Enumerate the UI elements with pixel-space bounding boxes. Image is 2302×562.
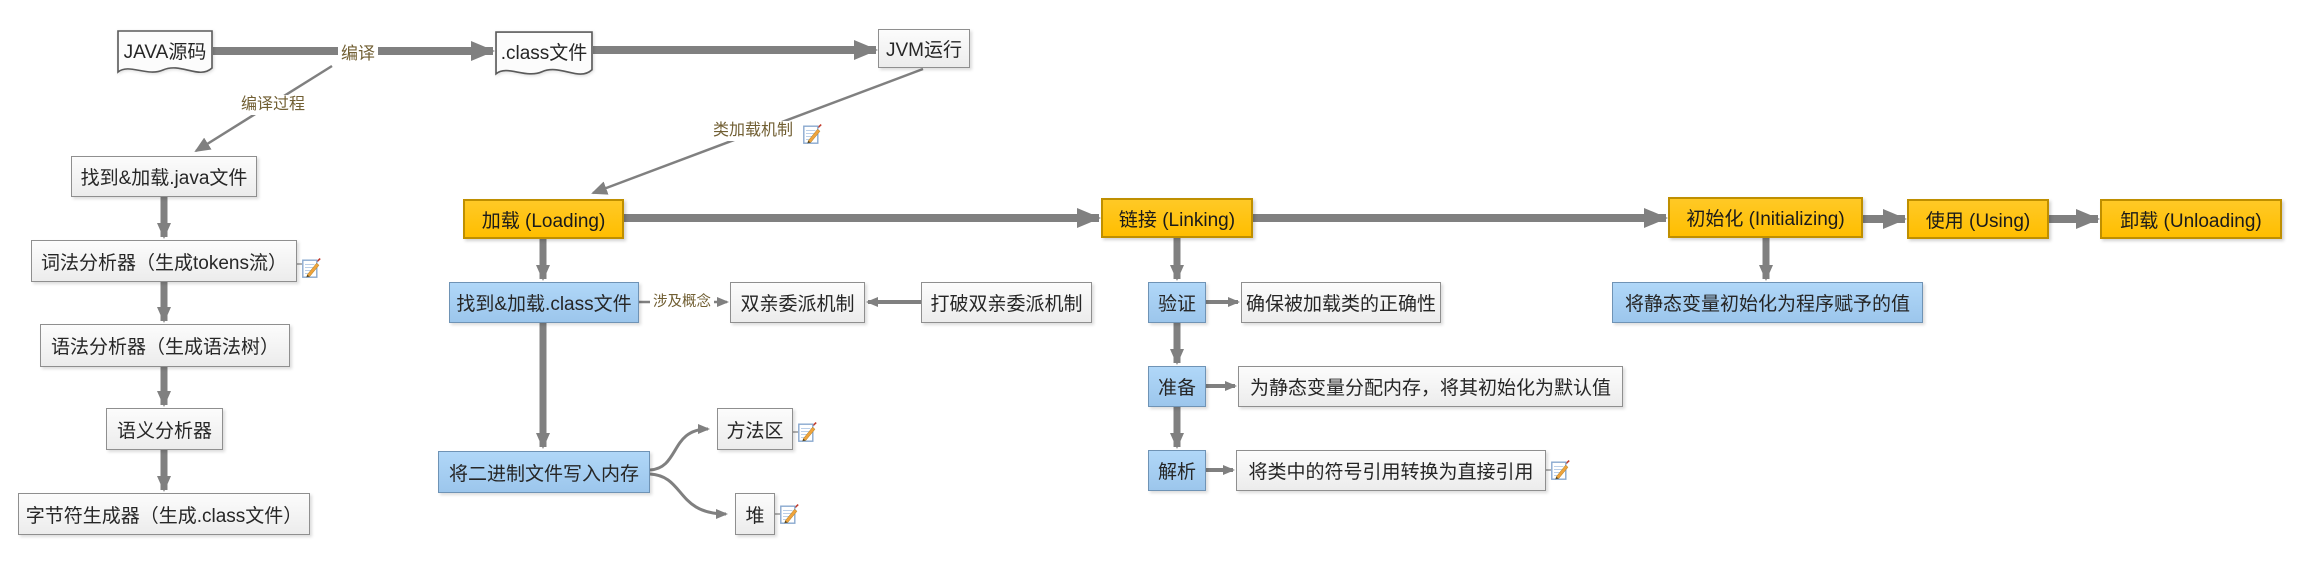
node-break-parent-delegation[interactable]: 打破双亲委派机制 [921,282,1092,323]
node-label: 字节符生成器（生成.class文件） [25,505,303,527]
node-loading[interactable]: 加载 (Loading) [463,199,624,239]
node-label: 方法区 [726,420,784,442]
node-label: 语法分析器（生成语法树） [50,337,279,358]
node-method-area[interactable]: 方法区 [717,408,793,450]
note-icon[interactable] [780,504,799,524]
node-resolution[interactable]: 解析 [1148,450,1206,491]
node-label: 将类中的符号引用转换为直接引用 [1248,462,1534,483]
node-label: 语义分析器 [116,420,212,442]
document-shape [495,31,593,76]
note-icon[interactable] [302,258,321,278]
node-preparation[interactable]: 准备 [1148,366,1206,407]
node-java-source[interactable]: JAVA源码 [117,30,213,82]
node-label: .class文件 [500,43,588,64]
node-jvm-run[interactable]: JVM运行 [878,29,970,68]
edge-label-class-load-mechanism: 类加载机制 [710,121,797,141]
node-parent-delegation[interactable]: 双亲委派机制 [730,282,865,323]
edge-label-compile: 编译 [338,44,378,65]
edge-writebinary-to-methodarea [649,424,710,472]
node-label: 将二进制文件写入内存 [448,463,639,485]
node-label: 找到&加载.class文件 [456,294,632,315]
node-label: 找到&加载.java文件 [80,168,248,189]
thick-arrows [213,40,2100,229]
node-verification[interactable]: 验证 [1148,282,1206,323]
node-initializing[interactable]: 初始化 (Initializing) [1668,197,1863,238]
node-label: 将静态变量初始化为程序赋予的值 [1624,294,1910,315]
vertical-arrows [157,197,1773,492]
node-using[interactable]: 使用 (Using) [1907,199,2049,239]
note-icon[interactable] [798,422,817,442]
node-label: 卸载 (Unloading) [2120,210,2262,232]
node-verification-desc[interactable]: 确保被加载类的正确性 [1241,282,1441,323]
node-bytecode-generator[interactable]: 字节符生成器（生成.class文件） [18,493,310,535]
node-semantic-analyzer[interactable]: 语义分析器 [106,408,223,450]
note-icon[interactable] [1551,460,1570,480]
node-unloading[interactable]: 卸载 (Unloading) [2100,199,2282,239]
node-find-load-class[interactable]: 找到&加载.class文件 [449,282,639,323]
node-label: 双亲委派机制 [740,294,855,315]
node-linking[interactable]: 链接 (Linking) [1101,198,1253,238]
node-class-file[interactable]: .class文件 [495,31,593,84]
node-label: 打破双亲委派机制 [930,294,1083,315]
node-label: 使用 (Using) [1925,210,2031,232]
node-syntax-analyzer[interactable]: 语法分析器（生成语法树） [40,324,290,367]
edge-label-involved-concept: 涉及概念 [650,294,714,312]
node-label: 加载 (Loading) [481,210,606,232]
edge-label-compile-process: 编译过程 [238,95,309,115]
node-label: 验证 [1157,294,1196,315]
curved-connectors [649,424,728,519]
node-label: JAVA源码 [123,41,207,63]
document-shape [117,30,213,74]
node-label: 准备 [1157,378,1196,399]
node-find-load-java[interactable]: 找到&加载.java文件 [71,156,257,197]
edge-writebinary-to-heap [649,472,728,519]
node-label: 链接 (Linking) [1118,209,1236,231]
node-label: 词法分析器（生成tokens流） [41,252,287,274]
node-label: 解析 [1157,462,1196,483]
icon-stubs [297,263,1551,515]
horizontal-arrows [866,297,1240,475]
node-initializing-desc[interactable]: 将静态变量初始化为程序赋予的值 [1612,282,1923,323]
node-write-binary-to-memory[interactable]: 将二进制文件写入内存 [438,451,650,493]
node-heap[interactable]: 堆 [735,493,775,535]
note-icon[interactable] [803,124,822,144]
node-label: 初始化 (Initializing) [1686,209,1845,230]
node-label: 确保被加载类的正确性 [1246,294,1437,315]
node-label: 堆 [745,505,765,527]
node-label: JVM运行 [885,40,962,61]
node-lexical-analyzer[interactable]: 词法分析器（生成tokens流） [31,240,297,282]
node-preparation-desc[interactable]: 为静态变量分配内存，将其初始化为默认值 [1238,366,1623,407]
node-resolution-desc[interactable]: 将类中的符号引用转换为直接引用 [1236,450,1546,491]
node-label: 为静态变量分配内存，将其初始化为默认值 [1249,378,1611,399]
